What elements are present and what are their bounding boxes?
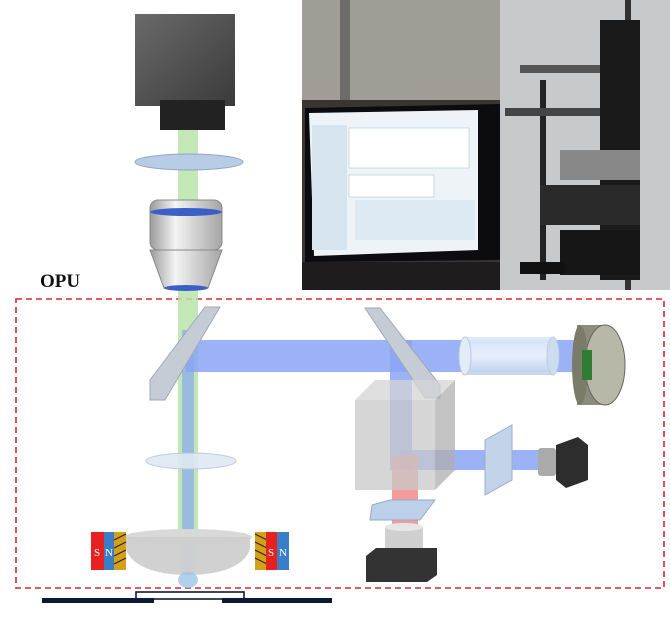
photodetector-camera-icon <box>538 437 588 488</box>
magnet-right-n-label: N <box>279 547 287 559</box>
keyboard <box>302 262 512 290</box>
lens-top <box>134 153 244 171</box>
coil-left <box>114 532 126 570</box>
camera-icon <box>135 14 235 130</box>
magnet-left-s-label: S <box>94 547 100 559</box>
quadrant-detector-icon <box>572 324 626 406</box>
sample-substrate <box>42 591 332 603</box>
polarizing-beam-splitter-cube <box>355 380 455 490</box>
lens-middle <box>145 452 237 470</box>
magnet-right-s-label: S <box>268 547 274 559</box>
coil-right <box>255 532 267 570</box>
beam-splitter-mirror-left <box>149 306 221 401</box>
blue-beam-vertical <box>182 330 194 575</box>
magnet-right: S N <box>254 532 289 570</box>
objective-lens <box>149 199 223 291</box>
opu-label: OPU <box>40 271 81 292</box>
laser-diode-icon <box>366 523 437 582</box>
collimator-plate <box>369 499 436 521</box>
cylindrical-lens <box>458 336 560 376</box>
setup-photo <box>302 0 670 290</box>
magnet-left: S N <box>91 532 127 570</box>
opu-boundary <box>15 298 665 589</box>
quarter-wave-plate <box>484 424 513 496</box>
magnet-left-n-label: N <box>105 547 113 559</box>
focusing-lens <box>124 529 252 588</box>
